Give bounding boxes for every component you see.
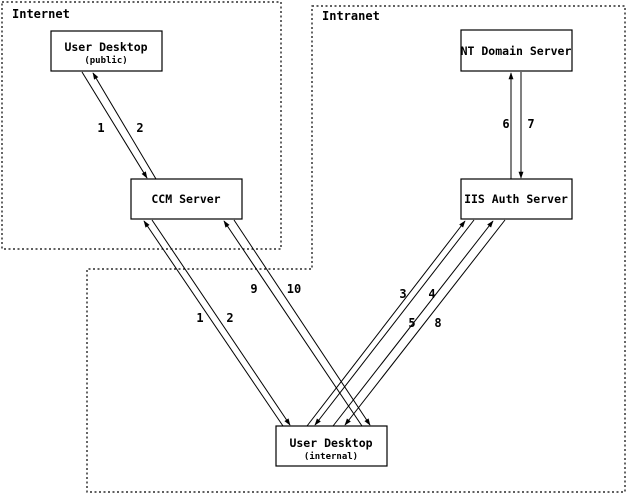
ccm-server-box	[130, 178, 243, 220]
edge-1-public-arrow	[81, 71, 148, 179]
edge-9-arrow	[223, 220, 363, 427]
iis-auth-server-box	[460, 178, 573, 220]
nt-domain-server-title: NT Domain Server	[461, 44, 572, 58]
edge-3-label: 3	[399, 287, 406, 301]
user-desktop-internal-node: User Desktop (internal)	[275, 425, 388, 467]
edge-2-internal-label: 2	[226, 311, 233, 325]
edge-1-internal-arrow	[143, 220, 284, 427]
edge-1-internal-label: 1	[196, 311, 203, 325]
nt-domain-server-box	[460, 29, 573, 72]
edge-2-public-arrow	[92, 72, 157, 180]
edge-5-label: 5	[408, 316, 415, 330]
edge-10-arrow	[233, 219, 371, 426]
user-desktop-internal-subtitle: (internal)	[304, 451, 358, 462]
user-desktop-public-node: User Desktop (public)	[50, 30, 163, 72]
edge-8-label: 8	[434, 316, 441, 330]
edge-2-internal-arrow	[151, 219, 291, 426]
user-desktop-internal-box	[275, 425, 388, 467]
edge-2-public-label: 2	[136, 121, 143, 135]
edge-6-label: 6	[502, 117, 509, 131]
internet-zone-label: Internet	[12, 7, 70, 21]
edge-3-arrow	[306, 220, 466, 427]
user-desktop-public-subtitle: (public)	[84, 55, 127, 66]
iis-auth-server-title: IIS Auth Server	[464, 192, 568, 206]
edge-10-label: 10	[287, 282, 301, 296]
edge-4-label: 4	[428, 287, 435, 301]
iis-auth-server-node: IIS Auth Server	[460, 178, 573, 220]
edge-9-label: 9	[250, 282, 257, 296]
user-desktop-public-title: User Desktop	[64, 40, 147, 54]
ccm-server-title: CCM Server	[151, 192, 220, 206]
internet-zone-border	[1, 1, 282, 250]
edge-1-public-label: 1	[97, 121, 104, 135]
edge-7-label: 7	[527, 117, 534, 131]
nt-domain-server-node: NT Domain Server	[460, 29, 573, 72]
user-desktop-internal-title: User Desktop	[289, 436, 372, 450]
edge-5-arrow	[332, 220, 494, 427]
intranet-zone-border	[86, 5, 626, 493]
edge-4-arrow	[314, 219, 475, 426]
edge-8-arrow	[344, 219, 506, 426]
user-desktop-public-box	[50, 30, 163, 72]
ccm-server-node: CCM Server	[130, 178, 243, 220]
intranet-zone-label: Intranet	[322, 9, 380, 23]
